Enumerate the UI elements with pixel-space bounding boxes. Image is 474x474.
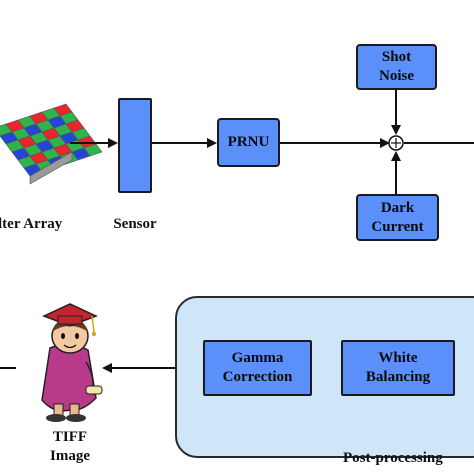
shot-noise-line2: Noise [379,68,414,84]
summing-junction-icon [388,135,404,151]
gamma-line1: Gamma [231,350,284,366]
white-line2: Balancing [365,369,431,385]
graduate-figure-icon [41,303,103,422]
color-filter-array-icon [0,103,103,185]
prnu-block: PRNU [217,118,280,167]
cfa-base-plate [29,151,73,185]
sensor-label: Sensor [113,216,157,232]
cfa-label: lter Array [0,216,63,232]
dark-current-line2: Current [371,218,424,235]
post-processing-label: Post-processing [343,450,443,466]
cfa-cell [83,143,103,157]
white-line1: White [378,350,418,366]
white-balancing-block: White Balancing [341,340,455,396]
tiff-line2: Image [50,448,90,464]
tiff-image-label: TIFF Image [40,428,100,466]
sensor-block [118,98,152,193]
shot-noise-block: Shot Noise [356,44,437,90]
dark-current-line1: Dark [380,199,415,216]
shot-noise-line1: Shot [381,49,412,65]
gamma-line2: Correction [222,369,293,385]
tiff-line1: TIFF [52,429,88,445]
prnu-label: PRNU [227,134,270,150]
dark-current-block: Dark Current [356,194,439,241]
gamma-correction-block: Gamma Correction [203,340,312,396]
